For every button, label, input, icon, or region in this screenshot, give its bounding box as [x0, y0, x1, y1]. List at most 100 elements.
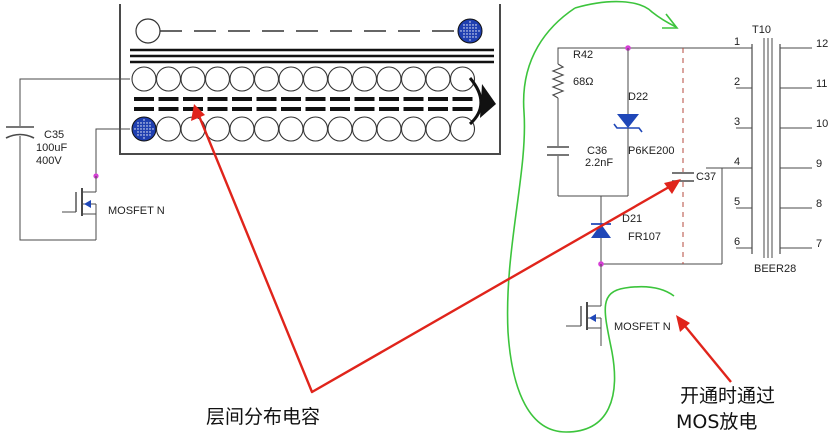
- dot: [143, 122, 145, 124]
- dot: [152, 128, 154, 130]
- winding-turn-lower: [278, 116, 304, 142]
- interlayer-dash: [158, 97, 179, 101]
- dot: [143, 119, 145, 121]
- dot: [466, 36, 468, 38]
- winding-turn-upper: [327, 66, 353, 92]
- highlight-arrowhead: [662, 13, 679, 29]
- highlight-loop: [506, 7, 675, 433]
- dot-pattern: [134, 119, 154, 139]
- winding-turn-upper: [229, 66, 255, 92]
- interlayer-dash: [232, 97, 252, 101]
- p6ke200-label: P6KE200: [628, 145, 674, 157]
- pin-number-left: 2: [734, 76, 740, 88]
- winding-turn-upper: [425, 66, 451, 92]
- dot: [466, 33, 468, 35]
- pin-number-right: 7: [816, 238, 822, 250]
- dot: [143, 125, 145, 127]
- dot: [137, 125, 139, 127]
- interlayer-dash: [134, 97, 154, 101]
- interlayer-dash: [403, 107, 424, 111]
- dot: [143, 131, 145, 133]
- dot: [149, 128, 151, 130]
- pin-number-right: 10: [816, 118, 828, 130]
- winding-turn-lower: [229, 116, 255, 142]
- interlayer-dash: [379, 97, 399, 101]
- interlayer-dash: [330, 107, 350, 111]
- dot: [463, 30, 465, 32]
- dot: [472, 33, 474, 35]
- dot: [137, 134, 139, 136]
- winding-turn-upper: [400, 66, 427, 92]
- dot: [475, 24, 477, 26]
- dot: [472, 36, 474, 38]
- dot: [146, 131, 148, 133]
- interlayer-dash: [379, 107, 399, 111]
- dot: [146, 122, 148, 124]
- wire-c35-top: [19, 78, 130, 126]
- wire-c35-bottom: [19, 136, 96, 241]
- top-wire-start: [135, 18, 161, 44]
- fr107-label: FR107: [628, 231, 661, 243]
- interlayer-dash: [281, 107, 301, 111]
- mos-arrow-line: [679, 319, 732, 383]
- winding-turn-upper: [204, 66, 231, 92]
- annotation-mos-line2: MOS放电: [676, 411, 757, 433]
- interlayer-dash: [207, 107, 228, 111]
- winding-turn-lower: [302, 116, 329, 142]
- interlayer-dash: [256, 107, 277, 111]
- interlayer-dash: [183, 107, 203, 111]
- right-circuit: R42 68Ω C36 2.2nF D22 P6KE200 D21 FR107: [547, 24, 828, 346]
- annotation-mos-line1: 开通时通过: [680, 385, 775, 407]
- pin-number-left: 3: [734, 116, 740, 128]
- dot: [146, 125, 148, 127]
- interlayer-dash: [134, 107, 154, 111]
- dot: [143, 137, 145, 139]
- dot: [149, 125, 151, 127]
- interlayer-dash: [305, 97, 326, 101]
- interlayer-dash: [452, 97, 473, 101]
- dot: [137, 128, 139, 130]
- dot: [146, 128, 148, 130]
- dot: [475, 36, 477, 38]
- dot: [463, 33, 465, 35]
- d22-label: D22: [628, 91, 648, 103]
- beer28-label: BEER28: [754, 263, 796, 275]
- interlayer-dash: [158, 107, 179, 111]
- winding-turn-lower: [376, 116, 402, 142]
- interlayer-dash: [354, 97, 375, 101]
- dot: [149, 122, 151, 124]
- dot: [469, 39, 471, 41]
- interlayer-dashes: [134, 97, 473, 111]
- r42-value: 68Ω: [573, 76, 593, 88]
- dot: [140, 131, 142, 133]
- c36-value: 2.2nF: [585, 157, 613, 169]
- winding-turn-lower: [400, 116, 427, 142]
- winding-turn-upper: [351, 66, 378, 92]
- wire-top-bus: [557, 47, 736, 64]
- c37-label: C37: [696, 171, 716, 183]
- interlayer-dash: [330, 97, 350, 101]
- dot: [466, 24, 468, 26]
- winding-turn-lower: [155, 116, 182, 142]
- winding-turn-upper: [180, 66, 206, 92]
- dot: [137, 131, 139, 133]
- annotation-arrowhead-right: [664, 179, 681, 194]
- interlayer-dash: [232, 107, 252, 111]
- dot: [475, 30, 477, 32]
- dot: [472, 30, 474, 32]
- interlayer-dash: [403, 97, 424, 101]
- winding-arrowhead: [480, 84, 496, 118]
- dot: [140, 125, 142, 127]
- winding-turn-lower: [449, 116, 476, 142]
- dot-pattern: [460, 21, 480, 41]
- winding-turn-upper: [449, 66, 476, 92]
- interlayer-dash: [354, 107, 375, 111]
- dot: [469, 21, 471, 23]
- dot: [143, 134, 145, 136]
- winding-turn-upper: [155, 66, 182, 92]
- highlight-loop-arrow: [574, 0, 677, 28]
- winding-turn-upper: [302, 66, 329, 92]
- interlayer-dash: [428, 97, 448, 101]
- pin-number-right: 8: [816, 198, 822, 210]
